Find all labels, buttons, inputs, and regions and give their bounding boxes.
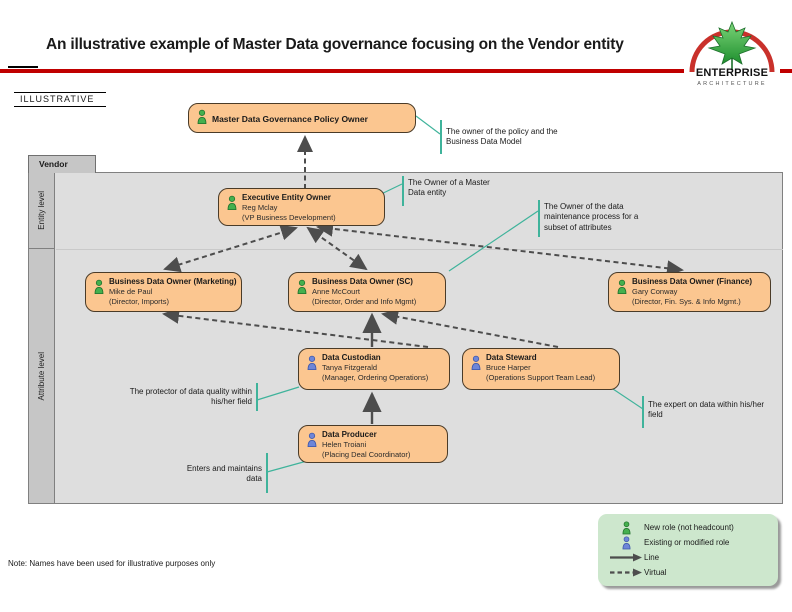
role-person-name: Mike de Paul xyxy=(109,287,153,297)
legend: New role (not headcount) Existing or mod… xyxy=(598,514,778,586)
annotation-custodian: The protector of data quality within his… xyxy=(129,387,252,407)
logo-subtitle: ARCHITECTURE xyxy=(697,81,767,87)
annotation-bar xyxy=(642,396,644,428)
role-position: (Director, Fin. Sys. & Info Mgmt.) xyxy=(632,297,741,307)
lane-divider xyxy=(56,249,783,250)
footnote: Note: Names have been used for illustrat… xyxy=(8,559,216,568)
role-box-bdo-marketing: Business Data Owner (Marketing) Mike de … xyxy=(85,272,242,312)
person-blue-icon xyxy=(608,535,644,550)
role-title: Data Producer xyxy=(322,430,377,439)
lane-strip: Entity level Attribute level xyxy=(29,173,55,503)
person-green-icon xyxy=(297,277,312,300)
role-title: Business Data Owner (Finance) xyxy=(632,277,753,286)
role-person-name: Tanya Fitzgerald xyxy=(322,363,378,373)
header-rule-black xyxy=(8,66,38,68)
legend-item-line: Line xyxy=(608,550,772,565)
person-blue-icon xyxy=(471,353,486,376)
legend-item-virtual: Virtual xyxy=(608,565,772,580)
person-green-icon xyxy=(197,107,212,130)
role-position: (VP Business Development) xyxy=(242,213,336,223)
role-box-data-producer: Data Producer Helen Troiani (Placing Dea… xyxy=(298,425,448,463)
role-box-bdo-sc: Business Data Owner (SC) Anne McCourt (D… xyxy=(288,272,446,312)
role-person-name: Bruce Harper xyxy=(486,363,531,373)
role-position: (Manager, Ordering Operations) xyxy=(322,373,429,383)
role-title: Data Custodian xyxy=(322,353,381,362)
logo-name: ENTERPRISE xyxy=(695,67,769,79)
annotation-steward: The expert on data within his/her field xyxy=(648,400,765,420)
role-position: (Director, Order and Info Mgmt) xyxy=(312,297,417,307)
header-rule-red xyxy=(0,69,792,73)
maple-leaf-icon xyxy=(689,20,775,73)
legend-item-new-role: New role (not headcount) xyxy=(608,520,772,535)
enterprise-architecture-logo: ENTERPRISE ARCHITECTURE xyxy=(684,20,780,92)
legend-label: New role (not headcount) xyxy=(644,523,734,532)
lane-entity-level: Entity level xyxy=(29,173,54,249)
page-title: An illustrative example of Master Data g… xyxy=(46,36,624,53)
annotation-policy-owner: The owner of the policy and the Business… xyxy=(446,127,558,147)
role-box-bdo-finance: Business Data Owner (Finance) Gary Conwa… xyxy=(608,272,771,312)
legend-label: Virtual xyxy=(644,568,667,577)
annotation-bar xyxy=(402,176,404,206)
annotation-bar xyxy=(256,383,258,411)
role-person-name: Helen Troiani xyxy=(322,440,367,450)
person-green-icon xyxy=(227,193,242,216)
legend-label: Existing or modified role xyxy=(644,538,730,547)
role-title: Executive Entity Owner xyxy=(242,193,331,202)
vendor-tab: Vendor xyxy=(28,155,96,173)
role-box-data-steward: Data Steward Bruce Harper (Operations Su… xyxy=(462,348,620,390)
annotation-attribute-owner: The Owner of the data maintenance proces… xyxy=(544,202,639,232)
role-position: (Director, Imports) xyxy=(109,297,170,307)
role-title: Business Data Owner (SC) xyxy=(312,277,413,286)
person-green-icon xyxy=(94,277,109,300)
role-title: Master Data Governance Policy Owner xyxy=(212,114,368,125)
annotation-bar xyxy=(266,453,268,493)
role-position: (Placing Deal Coordinator) xyxy=(322,450,411,460)
person-green-icon xyxy=(608,520,644,535)
person-blue-icon xyxy=(307,353,322,376)
annotation-bar xyxy=(538,200,540,237)
dashed-arrow-icon xyxy=(608,568,644,577)
role-person-name: Anne McCourt xyxy=(312,287,360,297)
annotation-bar xyxy=(440,120,442,154)
legend-label: Line xyxy=(644,553,660,562)
leader-policy-annotation xyxy=(415,115,441,135)
legend-item-existing-role: Existing or modified role xyxy=(608,535,772,550)
role-person-name: Reg Mclay xyxy=(242,203,278,213)
role-title: Data Steward xyxy=(486,353,537,362)
role-position: (Operations Support Team Lead) xyxy=(486,373,596,383)
lane-label-entity: Entity level xyxy=(37,191,46,230)
person-green-icon xyxy=(617,277,632,300)
lane-label-attribute: Attribute level xyxy=(37,351,46,401)
solid-arrow-icon xyxy=(608,553,644,562)
role-box-data-custodian: Data Custodian Tanya Fitzgerald (Manager… xyxy=(298,348,450,390)
annotation-entity-owner: The Owner of a Master Data entity xyxy=(408,178,490,198)
role-box-policy-owner: Master Data Governance Policy Owner xyxy=(188,103,416,133)
role-box-executive-entity-owner: Executive Entity Owner Reg Mclay (VP Bus… xyxy=(218,188,385,226)
annotation-producer: Enters and maintains data xyxy=(186,464,262,484)
person-blue-icon xyxy=(307,430,322,453)
illustrative-stamp: ILLUSTRATIVE xyxy=(14,92,107,107)
lane-attribute-level: Attribute level xyxy=(29,249,54,503)
role-title: Business Data Owner (Marketing) xyxy=(109,277,237,286)
role-person-name: Gary Conway xyxy=(632,287,678,297)
